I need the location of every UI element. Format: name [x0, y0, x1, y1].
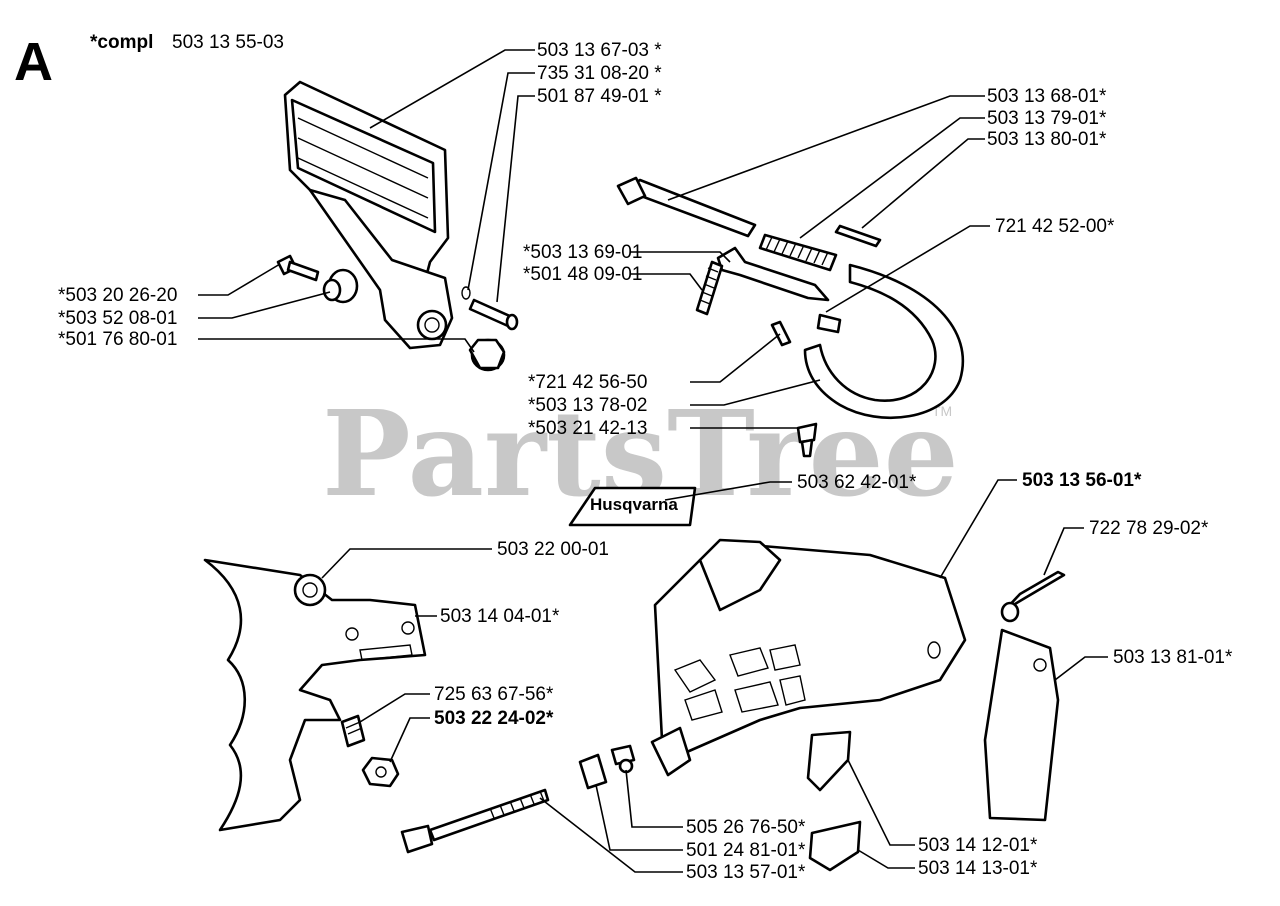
part-label: 503 13 57-01*: [686, 862, 806, 883]
nut-part: [468, 338, 506, 372]
chain-catcher-part: [806, 730, 852, 792]
nut-bar-part: [361, 756, 400, 788]
part-label: 501 87 49-01 *: [537, 86, 662, 107]
part-label: *501 76 80-01: [58, 329, 177, 350]
part-label: 721 42 52-00*: [995, 216, 1115, 237]
part-label: 503 13 67-03 *: [537, 40, 662, 61]
brake-band-part: [803, 263, 965, 420]
spring-small-part: [695, 260, 724, 316]
part-label: *721 42 56-50: [528, 372, 647, 393]
part-label: 505 26 76-50*: [686, 817, 806, 838]
cover-stud-part: [1000, 570, 1066, 623]
part-label: 735 31 08-20 *: [537, 63, 662, 84]
hand-guard-part: [283, 80, 454, 350]
part-label: *503 52 08-01: [58, 308, 177, 329]
leader-lines: [198, 49, 1108, 873]
spring-large-part: [758, 233, 838, 272]
section-letter: A: [14, 32, 53, 92]
part-label: 503 13 68-01*: [987, 86, 1107, 107]
brand-plate-part: Husqvarna: [568, 486, 697, 527]
screw-part: [796, 422, 818, 458]
washer-part: [578, 753, 608, 790]
pin-part: [461, 286, 519, 331]
part-label: 503 14 13-01*: [918, 858, 1038, 879]
cover-plate-part: [983, 628, 1060, 822]
part-label: 503 14 12-01*: [918, 835, 1038, 856]
roll-pin-part: [770, 320, 792, 347]
part-label: *501 48 09-01: [523, 264, 642, 285]
part-label: *503 20 26-20: [58, 285, 177, 306]
part-label: *503 13 78-02: [528, 395, 647, 416]
chain-cover-part: [650, 538, 967, 777]
spacer-part: [322, 268, 359, 304]
chain-catcher-2-part: [808, 820, 862, 872]
part-label: 503 14 04-01*: [440, 606, 560, 627]
stud-part: [340, 714, 366, 748]
part-label: 722 78 29-02*: [1089, 518, 1209, 539]
part-label: 725 63 67-56*: [434, 684, 554, 705]
assembly-prefix: *compl: [90, 32, 153, 53]
part-label: 501 24 81-01*: [686, 840, 806, 861]
bar-plate-part: [203, 558, 427, 832]
part-label: 503 22 00-01: [497, 539, 609, 560]
nut-flange-part: [293, 573, 327, 607]
part-label: *503 13 69-01: [523, 242, 642, 263]
brake-lever-part: [716, 246, 830, 302]
tensioner-screw-part: [400, 788, 550, 854]
brand-plate-text: Husqvarna: [590, 495, 678, 514]
part-label: 503 62 42-01*: [797, 472, 917, 493]
assembly-number: 503 13 55-03: [172, 32, 284, 53]
part-label: 503 13 79-01*: [987, 108, 1107, 129]
part-label: 503 22 24-02*: [434, 708, 554, 729]
pin-small-part: [834, 224, 882, 248]
tensioner-pin-part: [610, 744, 636, 774]
part-label: 503 13 80-01*: [987, 129, 1107, 150]
brake-rod-part: [616, 176, 757, 238]
bolt-part: [276, 254, 320, 282]
part-label: 503 13 81-01*: [1113, 647, 1233, 668]
part-label: *503 21 42-13: [528, 418, 647, 439]
part-label: 503 13 56-01*: [1022, 470, 1142, 491]
